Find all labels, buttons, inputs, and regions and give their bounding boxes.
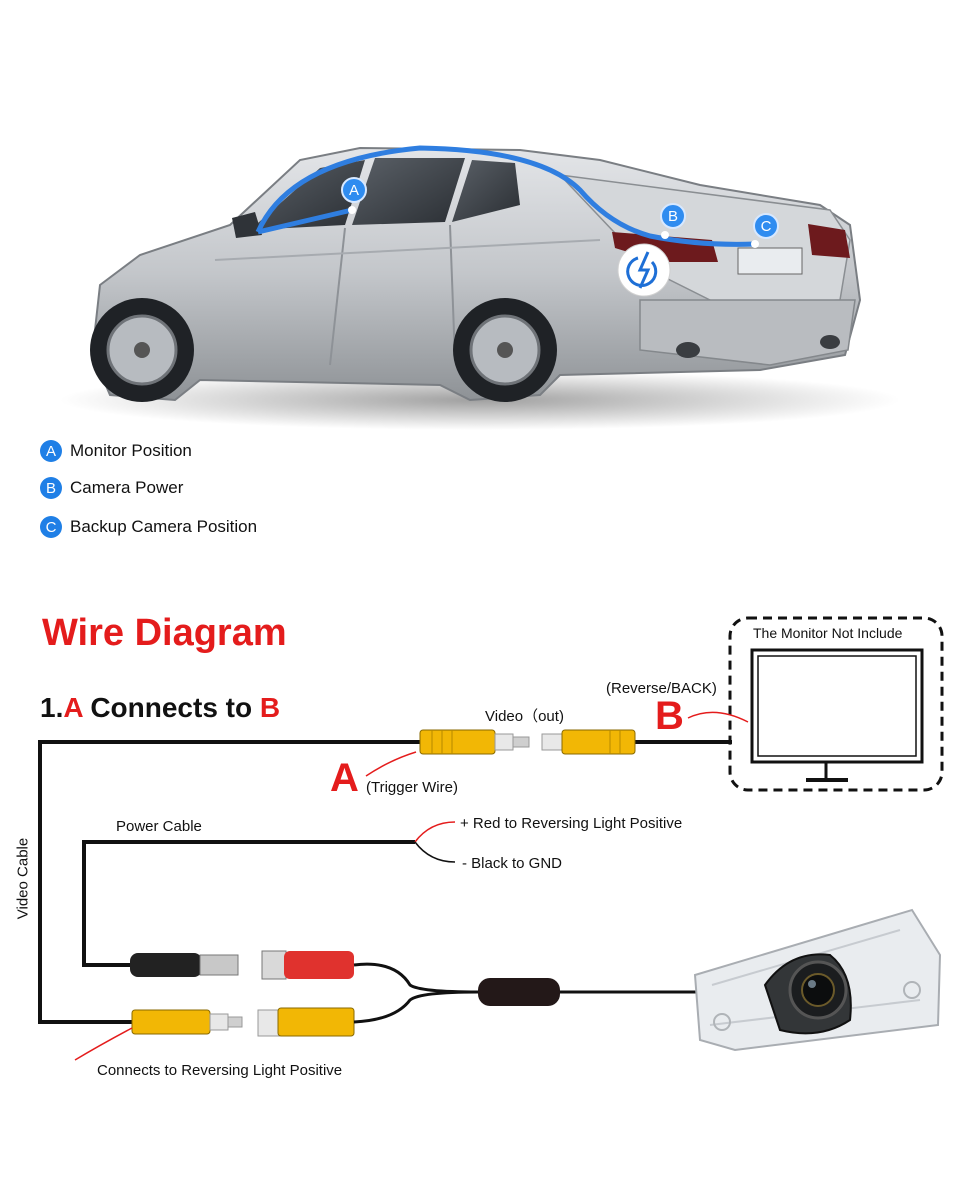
rca-socket-bottom [257, 1007, 355, 1037]
front-wheel [90, 298, 194, 402]
dc-power-socket [261, 950, 354, 980]
monitor-dashed-box [728, 616, 944, 792]
cable-route [255, 145, 756, 247]
power-icon [617, 243, 671, 297]
step-letter-b: B [259, 692, 281, 723]
monitor-screen [750, 648, 924, 764]
letter-b-marker: B [655, 694, 684, 738]
legend-label-power: Camera Power [70, 478, 184, 497]
legend-badge-b: B [40, 477, 62, 499]
letter-a-marker: A [330, 756, 359, 800]
car-marker-c-letter: C [753, 213, 779, 239]
legend-label-monitor: Monitor Position [70, 441, 192, 460]
step-letter-a: A [63, 692, 83, 723]
step-prefix: 1. [40, 692, 64, 723]
monitor-label: The Monitor Not Include [753, 625, 903, 641]
video-cable [38, 740, 420, 1024]
legend-item-monitor: A Monitor Position [40, 440, 192, 462]
rca-plug-bottom [131, 1009, 243, 1035]
power-cable-label: Power Cable [116, 818, 202, 835]
step-heading: 1.A Connects to B [40, 692, 280, 724]
car-marker-c: C [753, 213, 779, 239]
power-cable [82, 840, 415, 967]
legend-label-camera: Backup Camera Position [70, 517, 258, 536]
legend-item-camera: C Backup Camera Position [40, 516, 257, 538]
car-marker-a-letter: A [341, 177, 367, 203]
dc-power-plug [130, 953, 239, 977]
legend-item-power: B Camera Power [40, 477, 183, 499]
rca-socket-video-out [541, 729, 636, 755]
car-marker-b: B [660, 203, 686, 229]
red-wire-label: + Red to Reversing Light Positive [460, 815, 683, 832]
rear-wheel [453, 298, 557, 402]
backup-camera [693, 908, 942, 1052]
rca-plug-trigger [419, 729, 530, 755]
car-illustration [60, 145, 900, 430]
bottom-connect-label: Connects to Reversing Light Positive [97, 1062, 343, 1079]
trigger-label: (Trigger Wire) [366, 779, 458, 796]
black-wire-label: - Black to GND [462, 855, 563, 872]
legend-badge-c: C [40, 516, 62, 538]
legend-badge-a: A [40, 440, 62, 462]
diagram-title: Wire Diagram [42, 612, 287, 654]
video-cable-label: Video Cable [14, 837, 32, 920]
car-marker-a: A [341, 177, 367, 203]
car-marker-b-letter: B [660, 203, 686, 229]
step-middle: Connects to [82, 692, 260, 723]
inline-filter [478, 978, 560, 1006]
video-out-label: Video（out) [485, 708, 564, 725]
reverse-label: (Reverse/BACK) [606, 680, 717, 697]
